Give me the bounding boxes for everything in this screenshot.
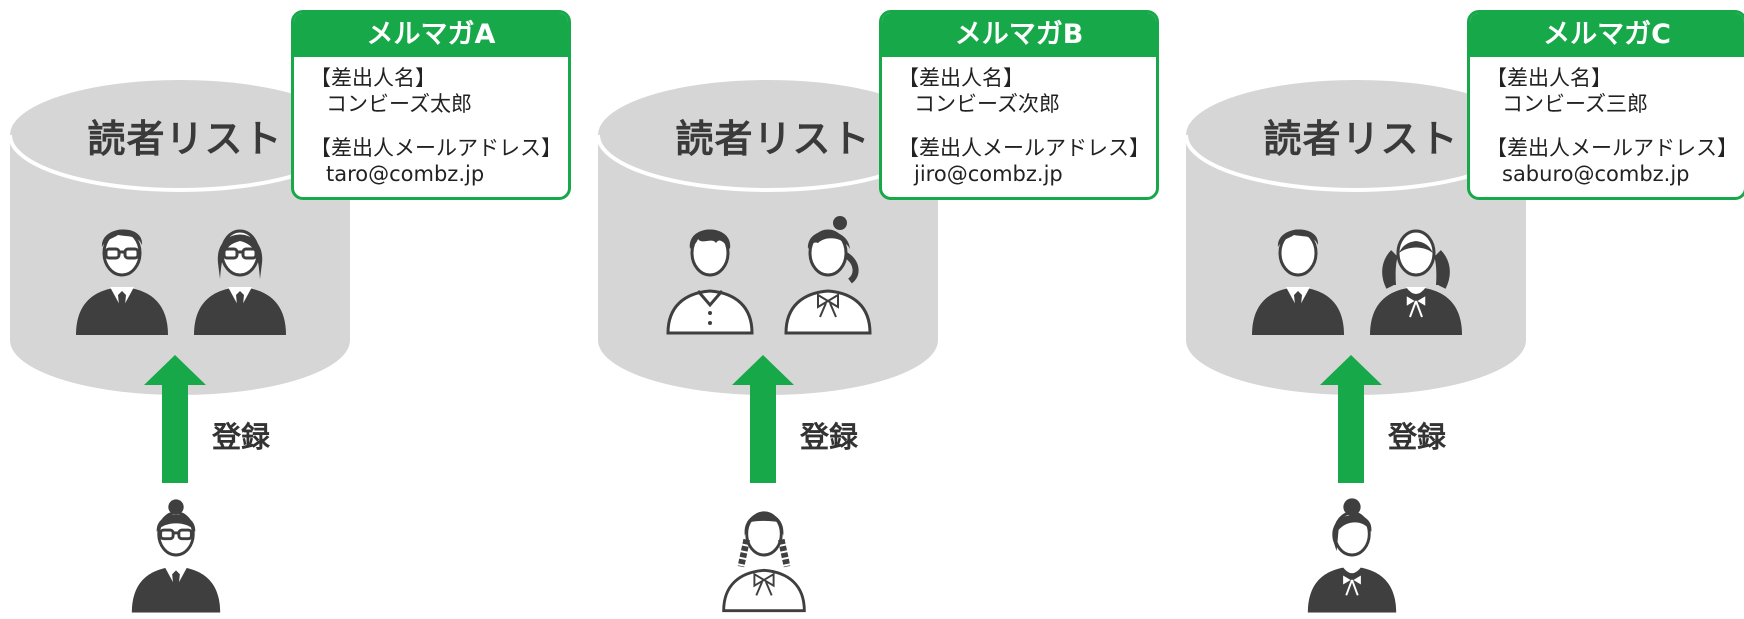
girl-braids-outline-icon (722, 511, 806, 613)
sender-info: 【差出人名】コンビーズ太郎【差出人メールアドレス】taro@combz.jp (294, 57, 568, 187)
newsletter-card: メルマガC【差出人名】コンビーズ三郎【差出人メールアドレス】saburo@com… (1467, 10, 1744, 200)
sender-email: jiro@combz.jp (914, 162, 1063, 186)
newsletter-panel: 読者リスト登録メルマガA【差出人名】コンビーズ太郎【差出人メールアドレス】tar… (0, 0, 588, 619)
newsletter-title: メルマガB (882, 13, 1156, 57)
sender-name-label: 【差出人名】 (310, 66, 436, 90)
newsletter-title: メルマガA (294, 13, 568, 57)
reader-list-title: 読者リスト (1263, 117, 1459, 161)
sender-email-label: 【差出人メールアドレス】 (1486, 136, 1738, 160)
newsletter-card: メルマガA【差出人名】コンビーズ太郎【差出人メールアドレス】taro@combz… (291, 10, 571, 200)
sender-name-label: 【差出人名】 (1486, 66, 1612, 90)
register-label: 登録 (1388, 420, 1447, 454)
newsletter-panel: 読者リスト登録メルマガC【差出人名】コンビーズ三郎【差出人メールアドレス】sab… (1176, 0, 1744, 619)
newsletter-card: メルマガB【差出人名】コンビーズ次郎【差出人メールアドレス】jiro@combz… (879, 10, 1159, 200)
sender-email-label: 【差出人メールアドレス】 (310, 136, 562, 160)
girl-long-hair-bow-icon (1369, 229, 1463, 335)
register-arrow-icon (1320, 355, 1382, 483)
sender-email: taro@combz.jp (326, 162, 485, 186)
newsletter-title: メルマガC (1470, 13, 1744, 57)
boy-suit-icon (1252, 229, 1344, 335)
sender-email-label: 【差出人メールアドレス】 (898, 136, 1150, 160)
sender-email: saburo@combz.jp (1502, 162, 1690, 186)
boy-shirt-outline-icon (666, 229, 754, 335)
sender-name: コンビーズ太郎 (326, 92, 472, 116)
woman-glasses-suit-icon (194, 229, 286, 335)
woman-side-hair-icon (1306, 498, 1398, 613)
sender-name: コンビーズ三郎 (1502, 92, 1648, 116)
register-label: 登録 (212, 420, 271, 454)
woman-bun-glasses-icon (131, 499, 221, 613)
newsletter-panel: 読者リスト登録メルマガB【差出人名】コンビーズ次郎【差出人メールアドレス】jir… (588, 0, 1176, 619)
girl-ponytail-bow-outline-icon (784, 216, 872, 335)
register-arrow-icon (732, 355, 794, 483)
sender-info: 【差出人名】コンビーズ三郎【差出人メールアドレス】saburo@combz.jp (1470, 57, 1744, 187)
sender-info: 【差出人名】コンビーズ次郎【差出人メールアドレス】jiro@combz.jp (882, 57, 1156, 187)
sender-name: コンビーズ次郎 (914, 92, 1060, 116)
register-label: 登録 (800, 420, 859, 454)
register-arrow-icon (144, 355, 206, 483)
reader-list-title: 読者リスト (675, 117, 871, 161)
man-glasses-suit-icon (76, 229, 168, 335)
sender-name-label: 【差出人名】 (898, 66, 1024, 90)
reader-list-title: 読者リスト (87, 117, 283, 161)
